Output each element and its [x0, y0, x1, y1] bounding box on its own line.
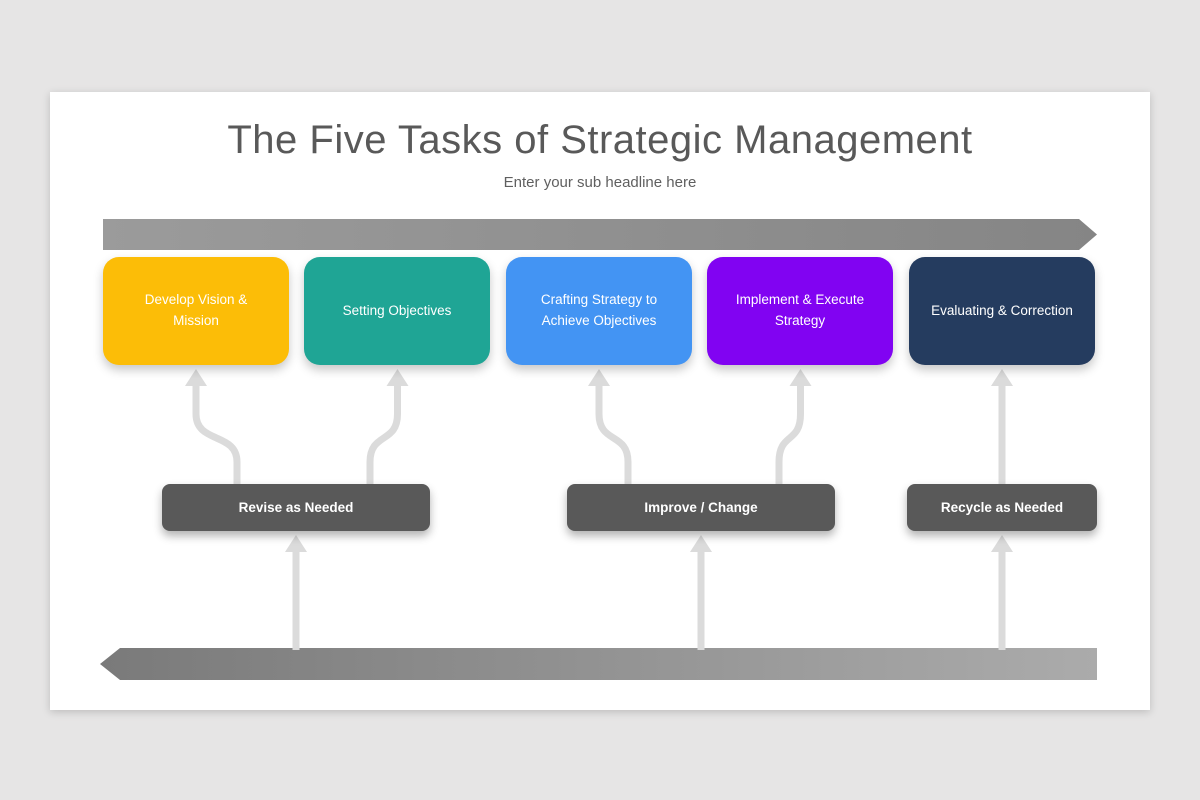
note-box-recycle-as-needed: Recycle as Needed — [907, 484, 1097, 531]
note-label: Improve / Change — [644, 500, 758, 515]
arrowhead-up-icon — [690, 535, 712, 552]
task-box-evaluating-correction: Evaluating & Correction — [909, 257, 1095, 365]
arrowhead-up-icon — [991, 535, 1013, 552]
slide: The Five Tasks of Strategic Management E… — [50, 92, 1150, 710]
curved-connector-improve-to-task3 — [595, 385, 632, 488]
task-box-setting-objectives: Setting Objectives — [304, 257, 490, 365]
task-box-develop-vision: Develop Vision & Mission — [103, 257, 289, 365]
task-label: Develop Vision & Mission — [144, 292, 248, 328]
curved-connector-revise-to-task2 — [366, 385, 401, 488]
arrowhead-up-icon — [285, 535, 307, 552]
task-label: Evaluating & Correction — [931, 302, 1073, 318]
flow-diagram-arrows — [100, 219, 1097, 680]
task-label: Implement & Execute Strategy — [735, 292, 865, 328]
note-box-revise-as-needed: Revise as Needed — [162, 484, 430, 531]
page-title: The Five Tasks of Strategic Management — [227, 118, 973, 162]
page-subtitle: Enter your sub headline here — [503, 174, 697, 191]
arrowhead-up-icon — [588, 369, 610, 386]
note-box-improve-change: Improve / Change — [567, 484, 835, 531]
note-label: Recycle as Needed — [940, 500, 1064, 515]
task-box-implement-execute: Implement & Execute Strategy — [707, 257, 893, 365]
task-label: Setting Objectives — [342, 302, 452, 318]
arrowhead-up-icon — [386, 369, 409, 386]
top-flow-arrow-bar — [103, 219, 1097, 250]
arrowhead-up-icon — [991, 369, 1013, 386]
arrowhead-up-icon — [185, 369, 207, 386]
note-label: Revise as Needed — [238, 500, 354, 515]
bottom-flow-arrow-bar — [100, 648, 1097, 680]
arrowhead-up-icon — [789, 369, 812, 386]
curved-connector-revise-to-task1 — [192, 385, 241, 488]
curved-connector-improve-to-task4 — [775, 385, 804, 488]
task-label: Crafting Strategy to Achieve Objectives — [540, 292, 658, 328]
connector-arrowheads — [185, 369, 1013, 552]
task-box-crafting-strategy: Crafting Strategy to Achieve Objectives — [506, 257, 692, 365]
connector-shafts — [192, 385, 1006, 650]
